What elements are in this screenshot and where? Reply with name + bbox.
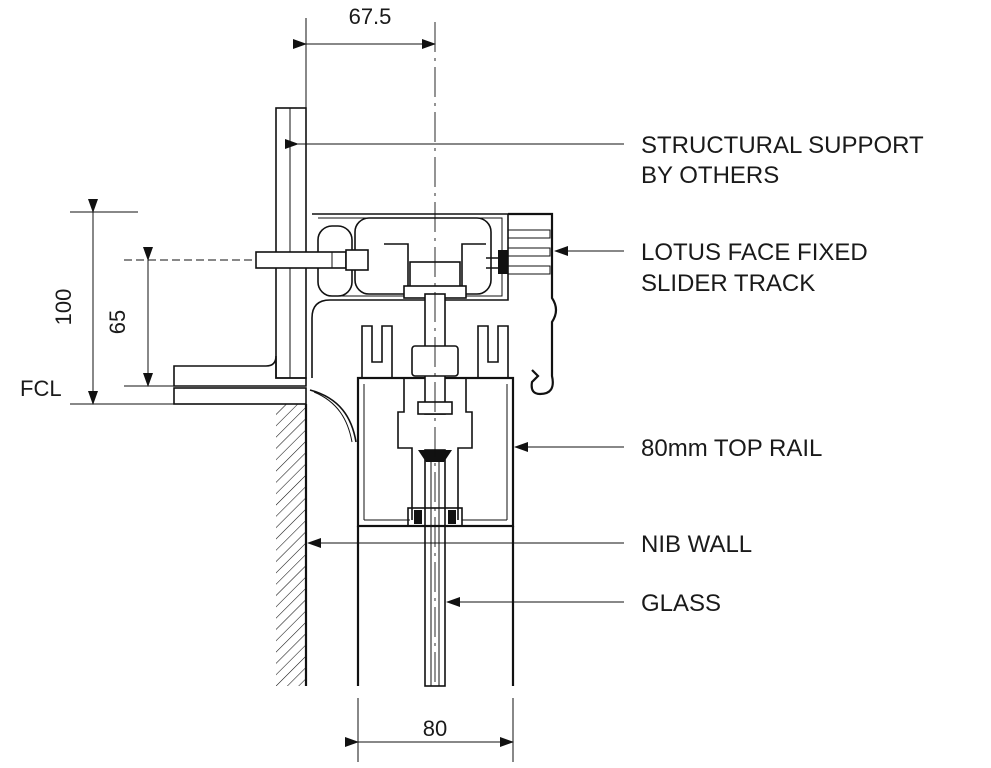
callout-nib-wall-text: NIB WALL: [641, 531, 752, 558]
callout-nib-wall: NIB WALL: [307, 531, 752, 558]
slider-track: [255, 212, 558, 396]
top-rail: [356, 293, 515, 686]
callout-top-rail-text: 80mm TOP RAIL: [641, 435, 822, 462]
callout-structural-support: STRUCTURAL SUPPORT BY OTHERS: [285, 132, 924, 189]
dimension-height-inner-text: 65: [105, 310, 130, 334]
dimension-bottom-width: 80: [345, 698, 514, 762]
callout-glass-text: GLASS: [641, 590, 721, 617]
dimension-top-width-text: 67.5: [349, 4, 392, 29]
floor-level-label: FCL: [20, 376, 62, 401]
dimension-top-width: 67.5: [293, 4, 436, 108]
nib-wall: [276, 389, 357, 686]
dimension-height-inner: 65: [105, 247, 256, 387]
dimension-height-outer: 100: [51, 199, 174, 405]
callout-glass: GLASS: [446, 590, 721, 617]
callout-structural-support-line-1: STRUCTURAL SUPPORT: [641, 132, 924, 159]
callout-slider-track-line-1: LOTUS FACE FIXED: [641, 239, 868, 266]
dimension-height-outer-text: 100: [51, 289, 76, 326]
callout-top-rail: 80mm TOP RAIL: [514, 435, 822, 462]
callout-slider-track: LOTUS FACE FIXED SLIDER TRACK: [554, 239, 868, 297]
callout-slider-track-line-2: SLIDER TRACK: [641, 270, 815, 297]
dimension-bottom-width-text: 80: [423, 716, 447, 741]
structural-support: [173, 107, 307, 405]
callout-structural-support-line-2: BY OTHERS: [641, 162, 779, 189]
